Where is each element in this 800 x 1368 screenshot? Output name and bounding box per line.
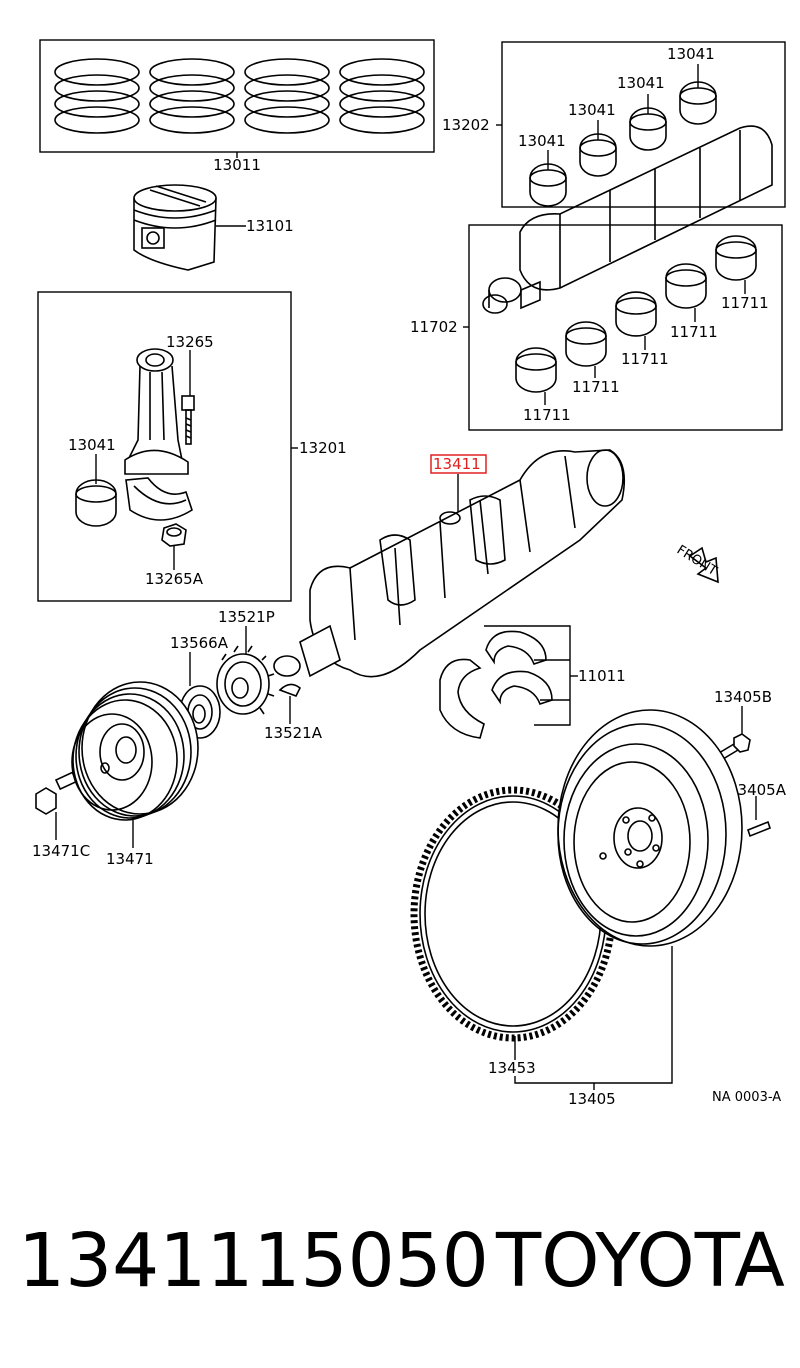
dowel-pin: 13405A [728,781,787,838]
label-13201: 13201 [299,439,347,457]
label-11711-4: 11711 [670,323,718,341]
label-13405: 13405 [568,1090,616,1108]
piston: 13101 [133,184,294,271]
label-13566A: 13566A [170,634,229,652]
crankshaft-highlight-box [430,454,487,474]
front-label: FRONT [674,543,720,579]
label-13202: 13202 [442,116,490,134]
conrod-nut: 13265A [145,523,204,588]
label-13471C: 13471C [32,842,90,860]
flywheel: 13405 [514,709,743,1108]
conrod-cap [125,477,193,521]
label-13471: 13471 [106,850,154,868]
thrust-washers: 11011 [439,625,626,739]
label-11702: 11702 [410,318,458,336]
conrod-bearing-2: 13041 [568,101,617,177]
label-11011: 11011 [578,667,626,685]
conrod-bearing-half: 13041 [68,436,117,527]
main-bearing-3: 11711 [615,291,669,368]
piston-ring-set-4 [339,58,425,134]
label-13041-2: 13041 [568,101,616,119]
piston-ring-set-2 [149,58,235,134]
diagram-code: NA 0003-A [712,1090,781,1105]
label-13041-5: 13041 [68,436,116,454]
label-13453: 13453 [488,1059,536,1077]
label-13405A: 13405A [728,781,787,799]
crank-pulley: 13471 [71,681,199,868]
conrod-bolt: 13265 [166,333,214,445]
label-13041-1: 13041 [518,132,566,150]
conrod-frame [37,291,292,602]
main-bearing-5: 11711 [715,235,769,312]
label-13405B: 13405B [714,688,772,706]
label-13101: 13101 [246,217,294,235]
conrod-bearing-3: 13041 [617,74,667,151]
pulley-bolt: 13471C [32,771,90,860]
main-bearing-2: 11711 [565,321,620,396]
conrod-assembly: 13201 13265 13041 [37,291,347,602]
piston-ring-set-1 [54,58,140,134]
flywheel-bolt: 13405B [712,688,772,764]
label-11711-5: 11711 [721,294,769,312]
label-13041-3: 13041 [617,74,665,92]
label-11711-3: 11711 [621,350,669,368]
front-arrow: FRONT [674,543,720,584]
conrod-body [124,348,189,475]
woodruff-key: 13521A [264,683,323,742]
label-11711-1: 11711 [523,406,571,424]
conrod-bearing-1: 13041 [518,132,567,207]
timing-gear: 13521P [216,608,275,715]
part-number: 1341115050 [18,1218,489,1304]
piston-rings-group: 13011 [39,39,435,174]
label-13041-4: 13041 [667,45,715,63]
label-13011: 13011 [213,156,261,174]
label-13521A: 13521A [264,724,323,742]
piston-ring-set-3 [244,58,330,134]
label-13265: 13265 [166,333,214,351]
conrod-bearing-set: 13202 13041 13041 13041 13041 [442,41,786,208]
label-13411: 13411 [433,455,481,473]
brand-name: TOYOTA [496,1218,785,1304]
crankshaft-sketch-upper [482,125,773,314]
conrod-bearing-4: 13041 [667,45,717,125]
label-13521P: 13521P [218,608,275,626]
crankshaft: 13411 [273,449,626,678]
piston-rings-frame [39,39,435,153]
label-13265A: 13265A [145,570,204,588]
main-bearing-set: 11702 11711 11711 11711 11711 [410,224,783,431]
main-bearing-1: 11711 [515,347,571,424]
label-11711-2: 11711 [572,378,620,396]
main-bearing-4: 11711 [665,263,718,341]
